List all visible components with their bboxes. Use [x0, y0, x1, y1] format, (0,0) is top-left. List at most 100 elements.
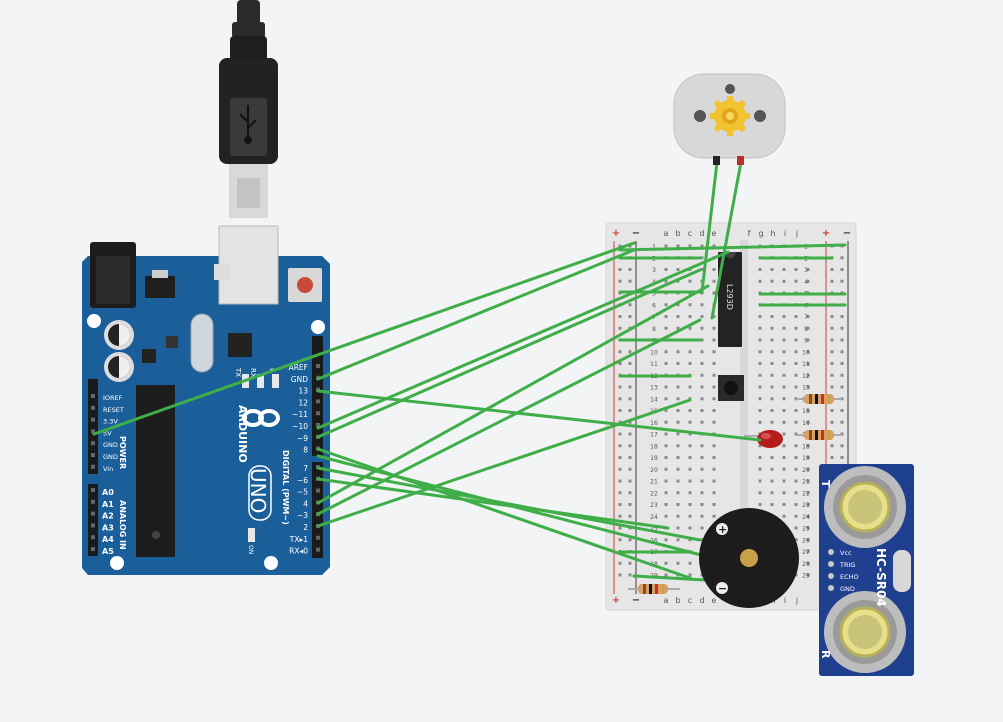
- power-pin-socket[interactable]: [91, 394, 95, 398]
- power-pin-socket[interactable]: [91, 417, 95, 422]
- resistor: [796, 394, 842, 404]
- red-led[interactable]: [744, 430, 783, 448]
- column-letter: b: [675, 596, 680, 605]
- power-pin-socket[interactable]: [91, 405, 95, 410]
- row-number-left: 26: [650, 537, 658, 544]
- analog-pin-socket[interactable]: [91, 547, 95, 551]
- row-number-right: 26: [802, 537, 810, 544]
- arduino-logo-icon: [242, 409, 280, 427]
- row-number-right: 8: [804, 326, 808, 333]
- power-pin-socket[interactable]: [91, 429, 95, 434]
- row-number-right: 29: [802, 573, 810, 580]
- power-pin-label: GND: [103, 453, 118, 461]
- sensor-pin[interactable]: [828, 573, 834, 579]
- row-number-right: 11: [802, 361, 810, 368]
- reset-button[interactable]: [288, 268, 322, 302]
- digital-pin-label: AREF: [289, 363, 308, 372]
- sensor-pin[interactable]: [828, 585, 834, 591]
- column-letter: a: [664, 596, 669, 605]
- digital-pin-socket[interactable]: [316, 364, 320, 368]
- row-number-right: 25: [802, 526, 810, 533]
- row-number-right: 24: [802, 514, 810, 521]
- power-pin-label: GND: [103, 441, 118, 449]
- column-letter: i: [784, 229, 786, 238]
- crystal-oscillator: [190, 313, 214, 373]
- row-number-right: 18: [802, 443, 810, 450]
- row-number-right: 12: [802, 373, 810, 380]
- dc-motor[interactable]: [673, 73, 786, 165]
- row-number-left: 24: [650, 514, 658, 521]
- push-button[interactable]: [718, 375, 744, 401]
- row-number-right: 23: [802, 502, 810, 509]
- piezo-buzzer[interactable]: + −: [699, 508, 799, 608]
- digital-header-low: [312, 462, 323, 558]
- row-number-left: 14: [650, 396, 658, 403]
- rail-polarity-label: −: [632, 228, 640, 239]
- analog-pin-label: A1: [102, 500, 114, 509]
- digital-pin-label: 12: [298, 398, 308, 407]
- buzzer-minus-label: −: [718, 582, 727, 595]
- digital-pin-socket[interactable]: [316, 399, 320, 404]
- row-number-left: 22: [650, 490, 658, 497]
- digital-pin-socket[interactable]: [316, 423, 320, 427]
- digital-pin-socket[interactable]: [316, 535, 320, 540]
- row-number-right: 20: [802, 467, 810, 474]
- row-number-right: 21: [802, 479, 810, 486]
- usb-symbol-icon: [239, 105, 257, 144]
- analog-pin-socket[interactable]: [91, 488, 95, 492]
- power-pin-label: RESET: [103, 406, 124, 414]
- power-pin-socket[interactable]: [91, 464, 95, 469]
- column-letter: b: [675, 229, 680, 238]
- power-pin-label: Vin: [103, 465, 113, 473]
- analog-pin-socket[interactable]: [91, 523, 95, 528]
- power-pin-socket[interactable]: [91, 441, 95, 446]
- digital-pin-label: ~9: [297, 434, 308, 443]
- digital-pin-socket[interactable]: [316, 547, 320, 552]
- digital-pin-label: ~6: [297, 476, 308, 485]
- analog-pin-label: A2: [102, 512, 114, 521]
- analog-pin-socket[interactable]: [91, 499, 95, 504]
- rail-polarity-label: +: [612, 595, 620, 606]
- row-number-right: 27: [802, 549, 810, 556]
- sensor-pin-label: GND: [840, 585, 855, 593]
- column-letter: j: [795, 229, 798, 238]
- power-pin-label: 5V: [103, 429, 112, 437]
- power-pin-socket[interactable]: [91, 453, 95, 457]
- analog-pin-socket[interactable]: [91, 535, 95, 540]
- digital-pin-socket[interactable]: [316, 488, 320, 493]
- receiver-transducer: [824, 591, 906, 673]
- digital-pin-label: 8: [303, 446, 308, 455]
- capacitor: [104, 352, 134, 382]
- column-letter: i: [784, 596, 786, 605]
- row-number-right: 3: [804, 267, 808, 274]
- l293d-motor-driver[interactable]: L293D: [718, 252, 742, 347]
- capacitor: [104, 320, 134, 350]
- model-label: UNO: [246, 468, 270, 513]
- gear-icon: [710, 96, 750, 136]
- digital-pin-label: 4: [303, 499, 308, 508]
- row-number-left: 11: [650, 361, 658, 368]
- buzzer-plus-label: +: [718, 523, 727, 536]
- row-number-left: 17: [650, 432, 658, 439]
- analog-pin-socket[interactable]: [91, 511, 95, 516]
- arduino-uno-board[interactable]: TX RX L ARDUINO UNO ON POWER ANALOG IN D…: [82, 225, 330, 575]
- sensor-pin-label: ECHO: [840, 573, 859, 581]
- sensor-pin[interactable]: [828, 549, 834, 555]
- digital-pin-socket[interactable]: [316, 411, 320, 416]
- led-label-rx: RX: [249, 368, 257, 378]
- analog-pin-label: A5: [102, 547, 114, 556]
- row-number-left: 13: [650, 385, 658, 392]
- sensor-mark-r: R: [819, 650, 832, 659]
- row-number-left: 5: [652, 291, 656, 298]
- column-letter: a: [664, 229, 669, 238]
- rail-polarity-label: +: [822, 228, 830, 239]
- row-number-right: 15: [802, 408, 810, 415]
- row-number-left: 21: [650, 479, 658, 486]
- digital-header-title: DIGITAL (PWM~): [281, 450, 290, 525]
- rail-polarity-label: −: [843, 228, 851, 239]
- row-number-right: 7: [804, 314, 808, 321]
- sensor-pin[interactable]: [828, 561, 834, 567]
- wires: [92, 160, 847, 582]
